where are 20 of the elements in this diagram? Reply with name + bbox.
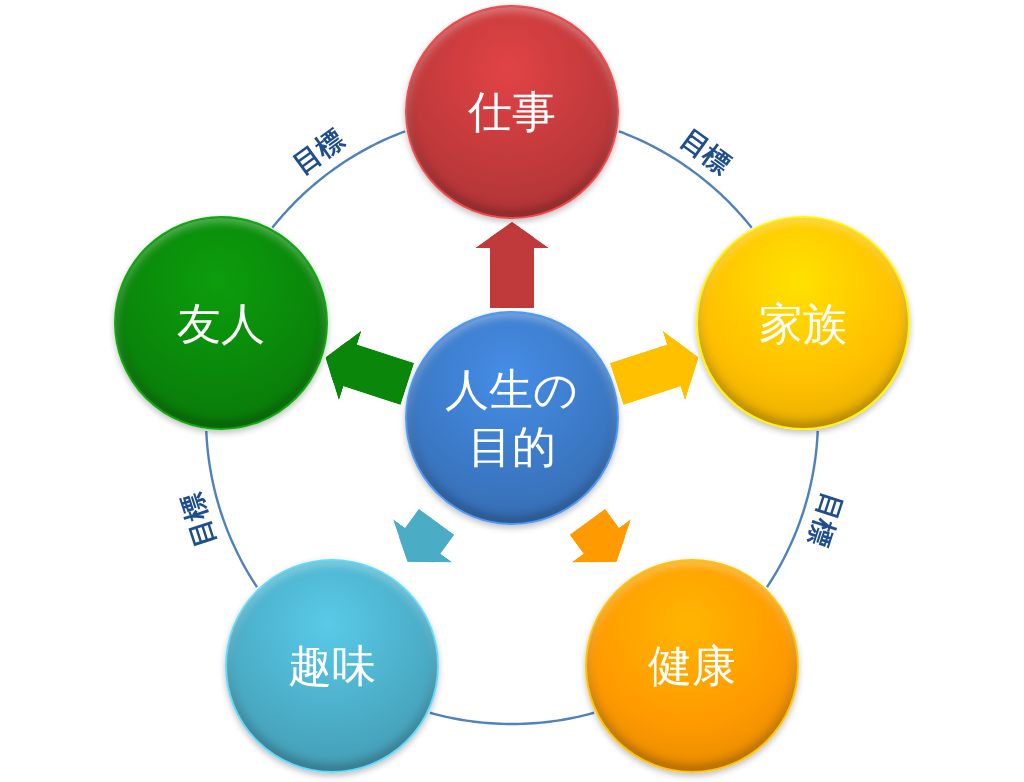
edge-label: 目標 <box>288 124 348 178</box>
circle-label: 仕事 <box>468 85 556 140</box>
block-arrow <box>569 508 632 563</box>
connector-line <box>205 430 258 588</box>
block-arrow <box>392 508 455 563</box>
circle-label: 友人 <box>176 296 265 351</box>
block-arrow <box>325 330 415 405</box>
edge-label: 目標 <box>676 124 736 178</box>
edge-label: 目標 <box>176 490 220 550</box>
connector-line <box>618 130 753 229</box>
circle-label: 趣味 <box>288 638 377 693</box>
edge-label: 目標 <box>804 490 848 550</box>
block-arrow <box>475 222 549 308</box>
connector-line <box>766 430 819 588</box>
circle-label: 健康 <box>647 638 736 693</box>
block-arrow <box>609 330 699 405</box>
circle-label: 家族 <box>759 296 847 351</box>
connector-line <box>429 711 595 726</box>
connector-line <box>271 130 406 229</box>
circle-label: 人生の目的 <box>444 362 580 474</box>
